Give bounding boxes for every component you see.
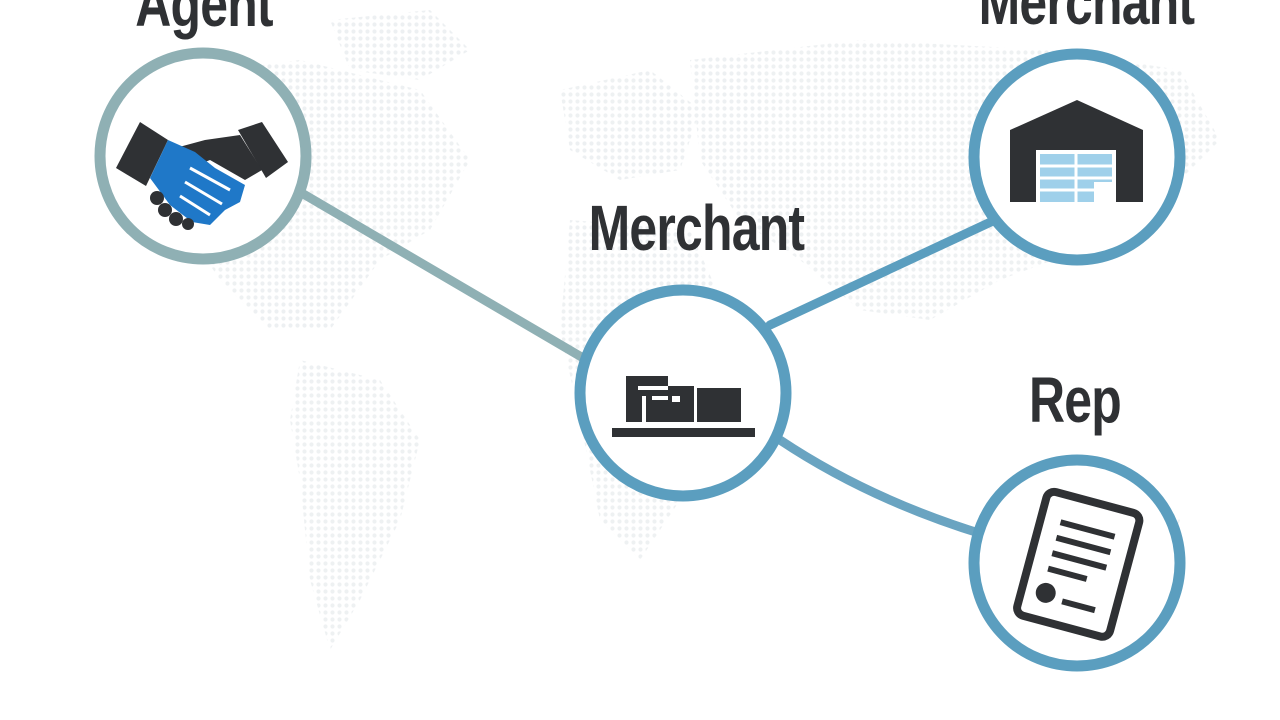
- edge-merchant-merchant: [765, 215, 1000, 330]
- edge-merchant-rep: [775, 435, 990, 540]
- node-label-merchant-top: Merchant: [978, 0, 1195, 38]
- node-merchant-top: [968, 48, 1186, 266]
- node-label-merchant-center: Merchant: [588, 192, 805, 264]
- warehouse-icon: [1010, 100, 1143, 202]
- edge-agent-merchant: [295, 187, 595, 367]
- node-rep: [968, 454, 1186, 672]
- storefront-icon: [612, 376, 755, 437]
- node-agent: [94, 47, 312, 265]
- node-label-rep: Rep: [1029, 364, 1122, 436]
- node-label-agent: Agent: [135, 0, 273, 40]
- node-merchant-center: [574, 284, 792, 502]
- contract-document-icon: [1013, 487, 1144, 641]
- handshake-icon: [116, 122, 288, 230]
